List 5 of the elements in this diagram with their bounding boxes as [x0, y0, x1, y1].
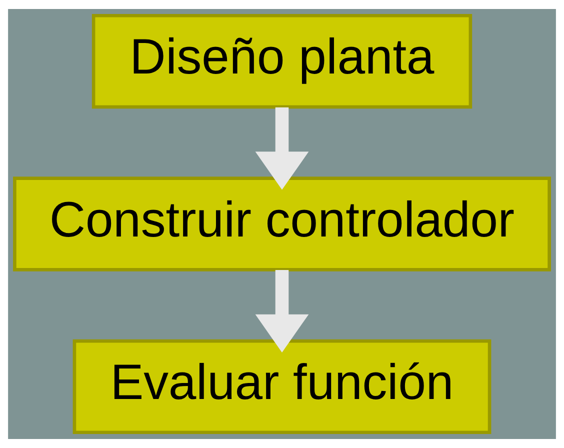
node-box: Diseño planta: [92, 14, 472, 109]
arrow: [255, 270, 309, 352]
arrow: [255, 107, 309, 190]
node-box: Evaluar función: [72, 339, 492, 434]
node-box: Construir controlador: [13, 176, 551, 272]
